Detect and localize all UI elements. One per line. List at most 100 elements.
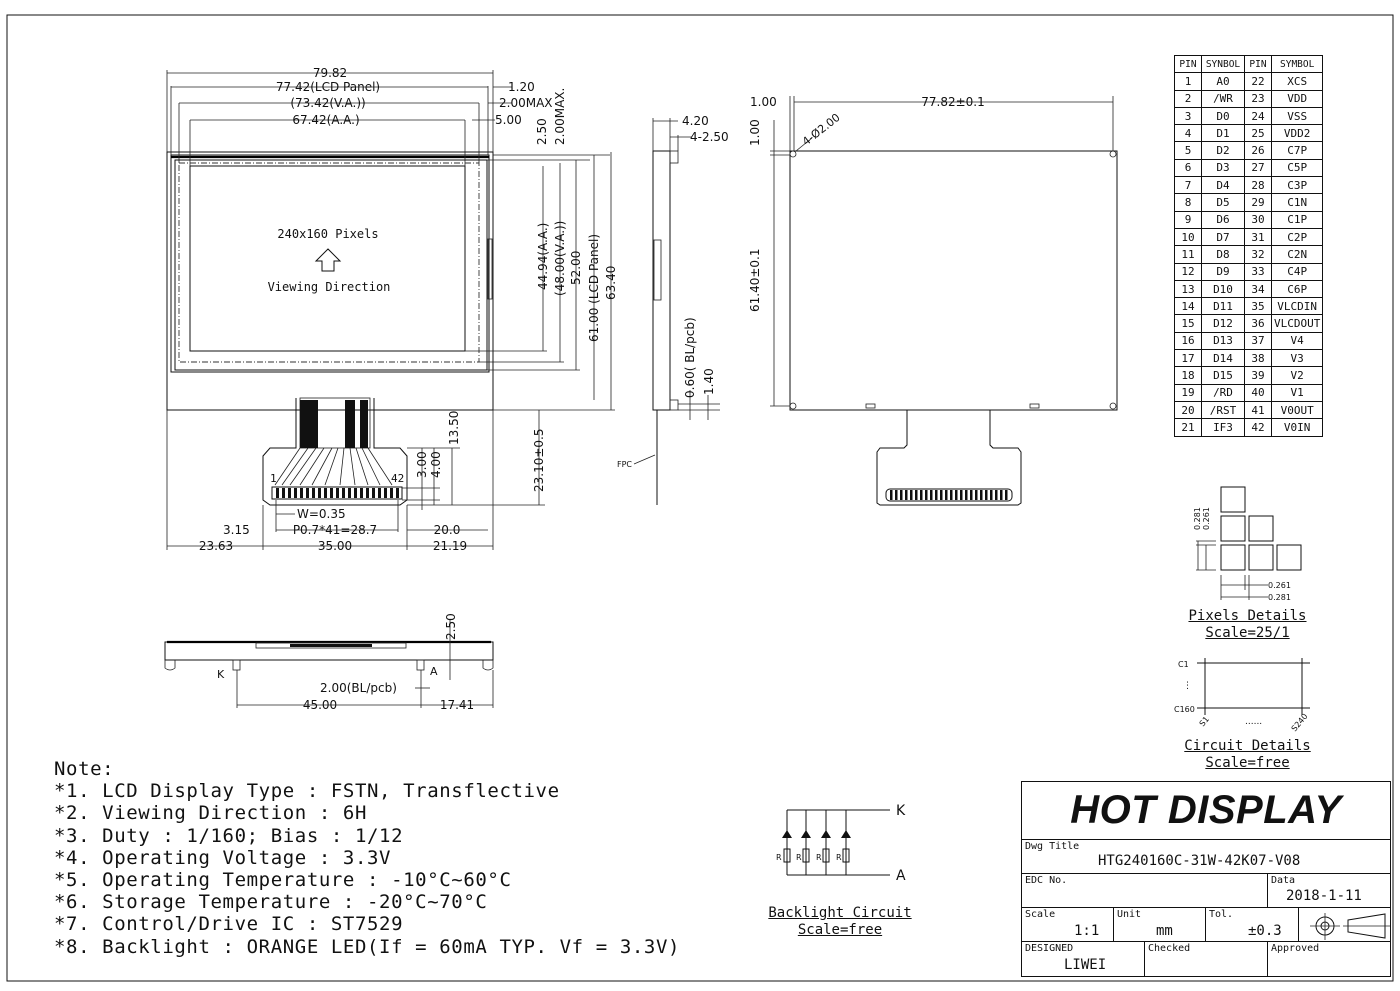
pin-number: 9 — [1174, 210, 1202, 229]
pixel-size-h: 0.261 — [1268, 581, 1291, 590]
dim-w-0-35: W=0.35 — [297, 507, 346, 521]
resistor-label: R — [836, 853, 842, 862]
dwg-title-label: Dwg Title — [1025, 841, 1080, 852]
pin-number: 36 — [1244, 314, 1272, 333]
pin-number: 40 — [1244, 383, 1272, 402]
edc-row: EDC No. Data 2018-1-11 — [1022, 874, 1390, 908]
pin-number: 3 — [1174, 106, 1202, 126]
circuit-details-scale: Scale=free — [1205, 755, 1290, 771]
brand-logo: HOT DISPLAY — [1070, 788, 1342, 832]
screen-resolution-label: 240x160 Pixels — [277, 227, 378, 241]
pin-number: 15 — [1174, 314, 1202, 333]
circuit-horizontal-dots: ...... — [1245, 717, 1262, 727]
dim-bottom-2-50: 2.50 — [444, 613, 458, 640]
pin-number: 14 — [1174, 297, 1202, 316]
scale-cell: Scale 1:1 — [1022, 908, 1114, 941]
designed-value: LIWEI — [1064, 957, 1107, 973]
checked-label: Checked — [1148, 943, 1191, 954]
tolerance-value: ±0.3 — [1248, 923, 1282, 939]
approved-label: Approved — [1271, 943, 1320, 954]
pin-number: 10 — [1174, 227, 1202, 247]
dim-63-40: 63.40 — [604, 266, 618, 300]
backlight-a-label: A — [430, 665, 438, 678]
dim-23-10: 23.10±0.5 — [532, 429, 546, 493]
pin-symbol: D11 — [1201, 297, 1245, 316]
pin-symbol: V0IN — [1270, 418, 1324, 437]
pin-number: 32 — [1244, 245, 1272, 264]
pin-number: 23 — [1244, 89, 1272, 108]
pin-symbol: D3 — [1201, 158, 1245, 178]
pin-symbol: V1 — [1270, 383, 1324, 402]
pin-symbol: V0OUT — [1270, 400, 1324, 420]
pin-number: 33 — [1244, 262, 1272, 281]
unit-cell: Unit mm — [1114, 908, 1206, 941]
pin-symbol: /WR — [1201, 89, 1245, 108]
pin-symbol: /RST — [1201, 400, 1245, 420]
dim-hole-diameter: 4-Ø2.00 — [800, 111, 843, 148]
led-string: R R R R — [776, 810, 851, 875]
dim-aa-height: 44.94(A.A.) — [536, 223, 550, 290]
side-view: 4.20 4-2.50 0.60( BL/pcb) 1.40 FPC — [617, 114, 729, 505]
tolerance-label: Tol. — [1209, 909, 1234, 920]
dim-2-00-bl-pcb: 2.00(BL/pcb) — [320, 681, 397, 695]
dim-52-00: 52.00 — [569, 251, 583, 285]
pin-number: 22 — [1244, 72, 1272, 91]
dim-77-82: 77.82±0.1 — [921, 95, 985, 109]
pin-symbol: D10 — [1201, 279, 1245, 299]
pin-number: 42 — [1244, 418, 1272, 437]
dim-45-00: 45.00 — [303, 698, 337, 712]
pin-symbol: D13 — [1201, 331, 1245, 351]
note-item: *4. Operating Voltage : 3.3V — [54, 846, 392, 869]
pixels-details-scale: Scale=25/1 — [1205, 625, 1290, 641]
projection-symbol-icon — [1310, 913, 1390, 940]
circuit-details: C1 ⋮ C160 S1 ...... S240 — [1174, 658, 1310, 733]
pin-symbol: VSS — [1270, 106, 1324, 126]
pin-number: 24 — [1244, 106, 1272, 126]
dim-4-20: 4.20 — [682, 114, 709, 128]
date-label: Data — [1271, 875, 1296, 886]
dim-1-00-h: 1.00 — [750, 95, 777, 109]
pin-symbol: C2P — [1270, 227, 1324, 247]
pin-number: 28 — [1244, 176, 1272, 195]
fpc-label: FPC — [617, 460, 632, 469]
pin-number: 38 — [1244, 349, 1272, 368]
dim-13-50: 13.50 — [447, 411, 461, 445]
pin-number: 16 — [1174, 331, 1202, 351]
dim-1-00-v: 1.00 — [748, 119, 762, 146]
pin-number: 18 — [1174, 366, 1202, 385]
dim-61-40: 61.40±0.1 — [748, 249, 762, 313]
pin-symbol: D2 — [1201, 141, 1245, 160]
pin-number: 2 — [1174, 89, 1202, 108]
scale-row: Scale 1:1 Unit mm Tol. ±0.3 — [1022, 908, 1390, 942]
pin-number: 17 — [1174, 349, 1202, 368]
pin-number: 21 — [1174, 418, 1202, 437]
dim-2-00max: 2.00MAX — [499, 96, 553, 110]
dim-21-19: 21.19 — [433, 539, 467, 553]
pin-number: 1 — [1174, 72, 1202, 91]
pin-symbol: V3 — [1270, 349, 1324, 368]
pin-symbol: C5P — [1270, 158, 1324, 178]
dim-0-60-bl-pcb: 0.60( BL/pcb) — [683, 317, 697, 398]
dim-va-height: (48.00(V.A.)) — [553, 221, 567, 296]
pin-number: 26 — [1244, 141, 1272, 160]
dim-2-00max-v: 2.00MAX. — [553, 88, 567, 145]
pin-table-header: PIN SYNBOL PIN SYMBOL — [1174, 54, 1324, 74]
dim-1-20: 1.20 — [508, 80, 535, 94]
pin-symbol: XCS — [1270, 72, 1324, 91]
dim-79-82: 79.82 — [313, 66, 347, 80]
circuit-details-title: Circuit Details — [1184, 738, 1311, 754]
pin-symbol: C3P — [1270, 176, 1324, 195]
circuit-k-label: K — [896, 803, 906, 819]
scale-label: Scale — [1025, 909, 1056, 920]
